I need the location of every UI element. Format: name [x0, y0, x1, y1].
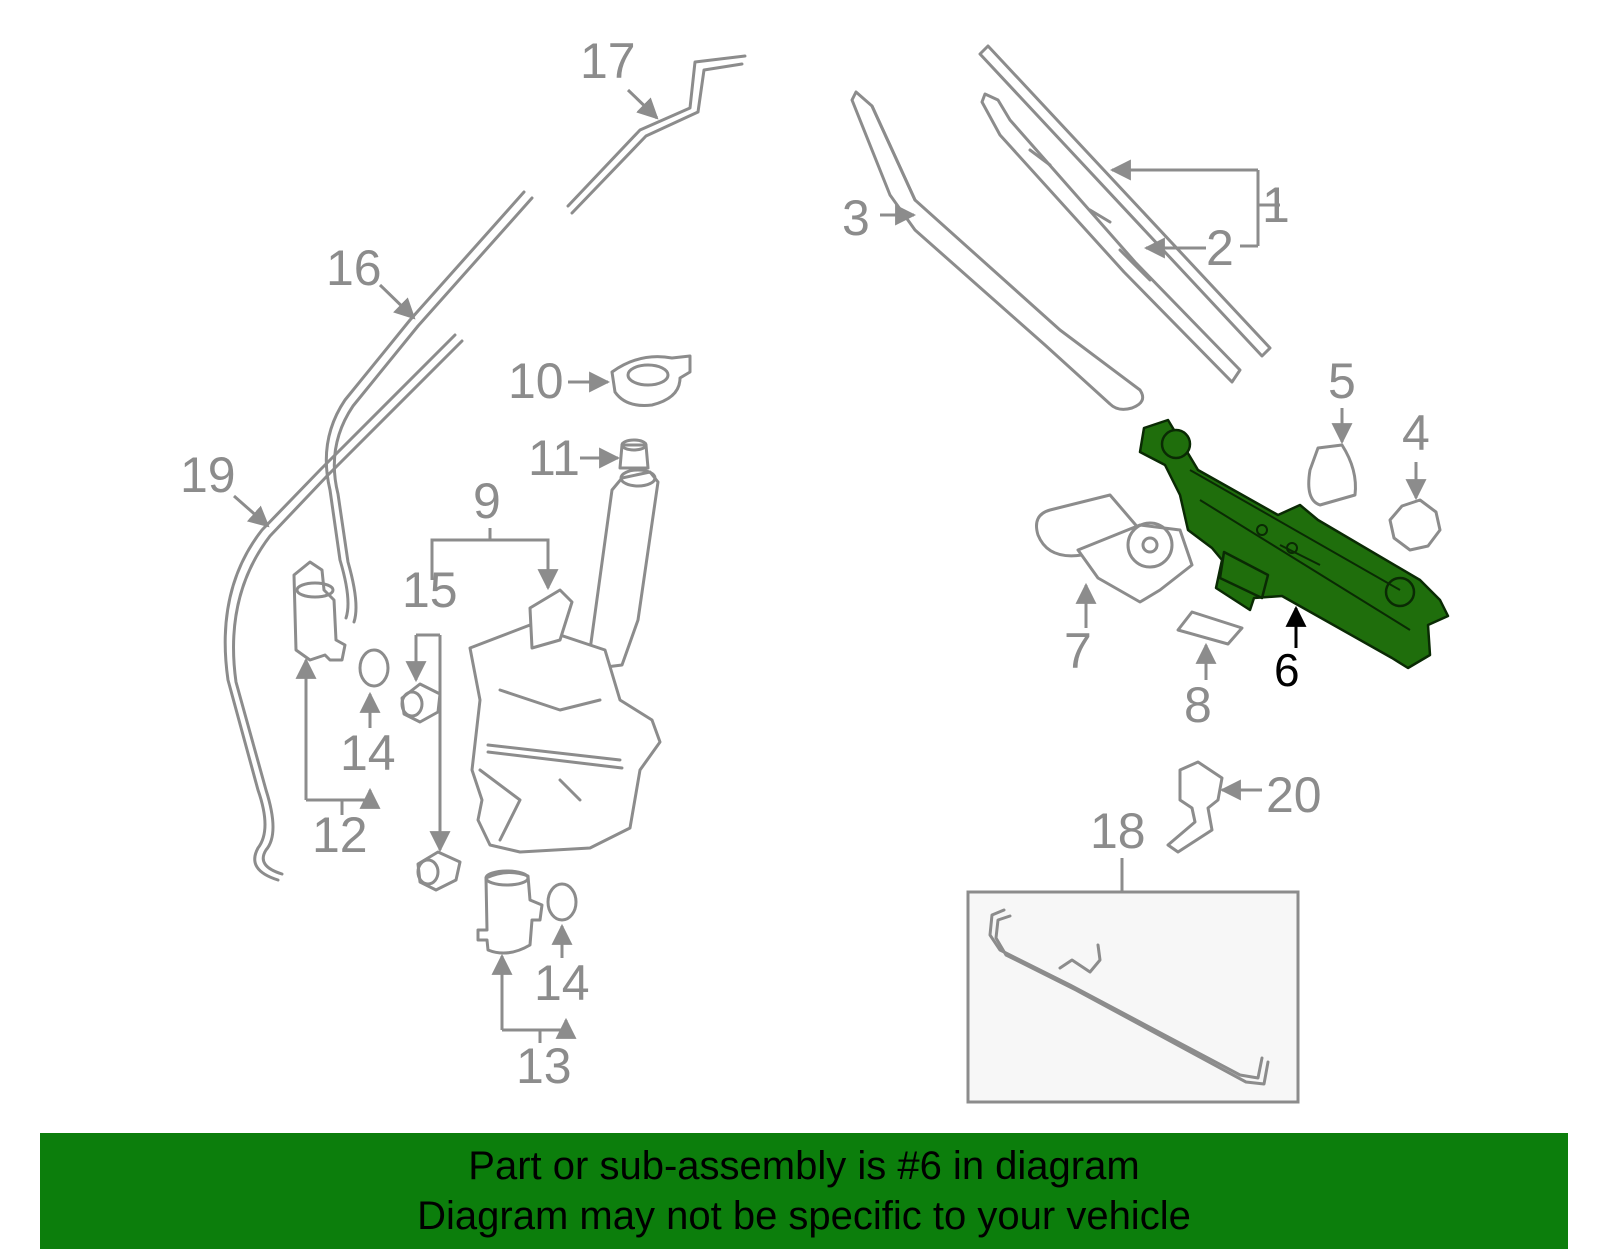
label-16: 16: [326, 240, 382, 296]
o-ring-14b: [546, 882, 578, 922]
banner-line-1: Part or sub-assembly is #6 in diagram: [468, 1144, 1140, 1188]
label-11: 11: [528, 430, 580, 486]
label-13: 13: [516, 1038, 572, 1094]
washer-hose-16: [324, 190, 534, 624]
label-3: 3: [842, 190, 870, 246]
nut-4: [1388, 498, 1442, 552]
reservoir-cap-10: [610, 354, 692, 407]
wiper-motor-7: [1035, 493, 1194, 604]
label-17: 17: [580, 33, 636, 89]
washer-hose-17: [566, 54, 747, 215]
label-4: 4: [1402, 405, 1430, 461]
pivot-cap-5: [1307, 443, 1357, 507]
label-5: 5: [1328, 353, 1356, 409]
o-ring-14a: [358, 648, 390, 688]
info-banner: Part or sub-assembly is #6 in diagram Di…: [40, 1133, 1568, 1249]
washer-pump-13: [476, 869, 544, 955]
label-8: 8: [1184, 677, 1212, 733]
washer-hose-19: [223, 333, 464, 882]
wiper-arm-3: [850, 90, 1145, 411]
grommet-15: [400, 682, 462, 892]
label-7: 7: [1064, 623, 1092, 679]
label-18: 18: [1090, 803, 1146, 859]
banner-line-2: Diagram may not be specific to your vehi…: [417, 1194, 1191, 1238]
washer-nozzle-20: [1166, 760, 1224, 854]
washer-reservoir-9: [468, 468, 662, 854]
filler-cap-11: [618, 438, 650, 470]
label-14a: 14: [340, 725, 396, 781]
washer-hose-18-inset: [966, 890, 1300, 1104]
label-19: 19: [180, 447, 236, 503]
wiper-blade-1: [978, 44, 1272, 384]
label-10: 10: [508, 353, 564, 409]
wiper-linkage-6-highlighted: [1138, 418, 1450, 670]
label-20: 20: [1266, 767, 1322, 823]
label-6: 6: [1274, 644, 1300, 696]
label-14b: 14: [534, 955, 590, 1011]
label-2: 2: [1206, 220, 1234, 276]
bracket-8: [1176, 610, 1244, 646]
label-15: 15: [402, 562, 458, 618]
label-12: 12: [312, 807, 368, 863]
washer-pump-12: [292, 560, 347, 662]
label-9: 9: [473, 473, 501, 529]
